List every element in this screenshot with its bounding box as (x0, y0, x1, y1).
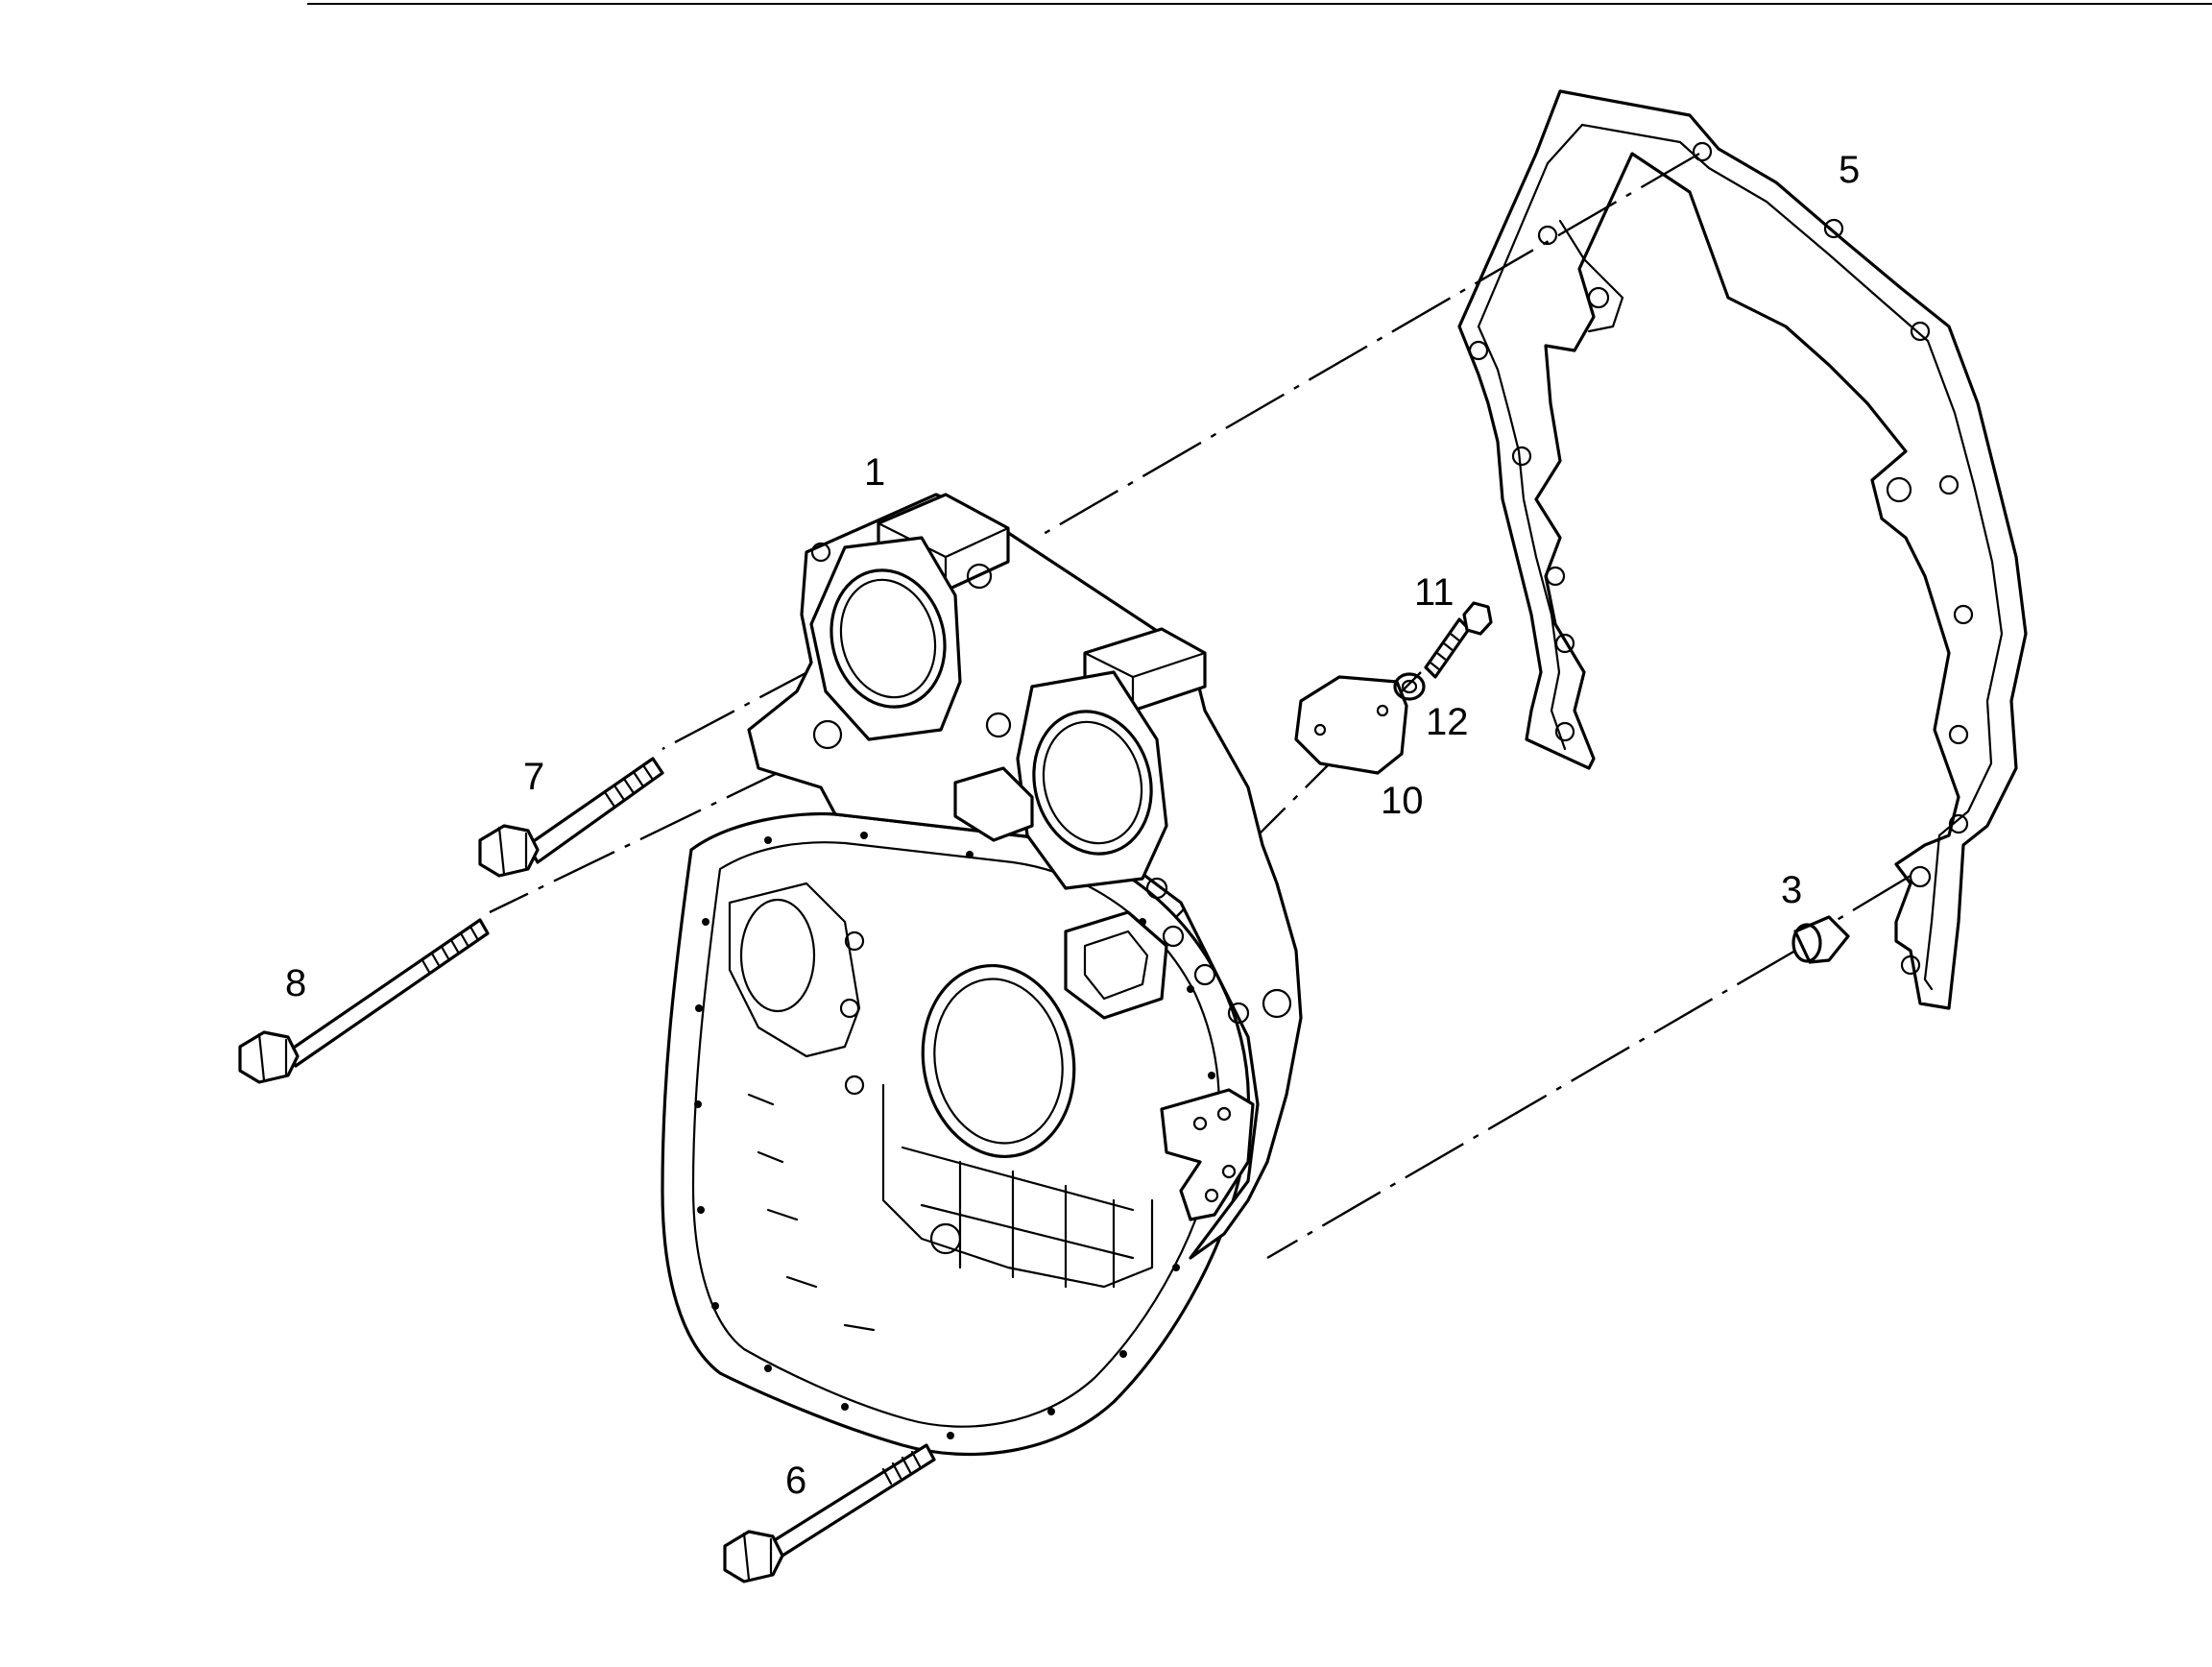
bushing-part-3 (1791, 915, 1850, 964)
cover-plate-part-10 (1294, 675, 1408, 775)
callout-11: 11 (1414, 571, 1455, 614)
callout-12: 12 (1426, 701, 1469, 743)
screw-part-11 (1424, 601, 1493, 679)
bolt-part-8 (238, 918, 490, 1084)
callout-10: 10 (1381, 780, 1424, 822)
callout-3: 3 (1781, 869, 1802, 911)
callout-6: 6 (785, 1460, 806, 1502)
gasket-part-5 (1457, 89, 2028, 1010)
bolt-part-6 (723, 1443, 936, 1583)
washer-part-12 (1393, 672, 1426, 701)
callout-5: 5 (1839, 149, 1860, 191)
flywheel-housing-part-1 (661, 493, 1303, 1457)
callout-labels: 1 3 5 6 7 8 10 11 12 (285, 149, 1860, 1502)
bolt-part-7 (478, 757, 664, 878)
callout-1: 1 (864, 451, 885, 494)
callout-7: 7 (523, 756, 544, 798)
callout-8: 8 (285, 962, 306, 1004)
